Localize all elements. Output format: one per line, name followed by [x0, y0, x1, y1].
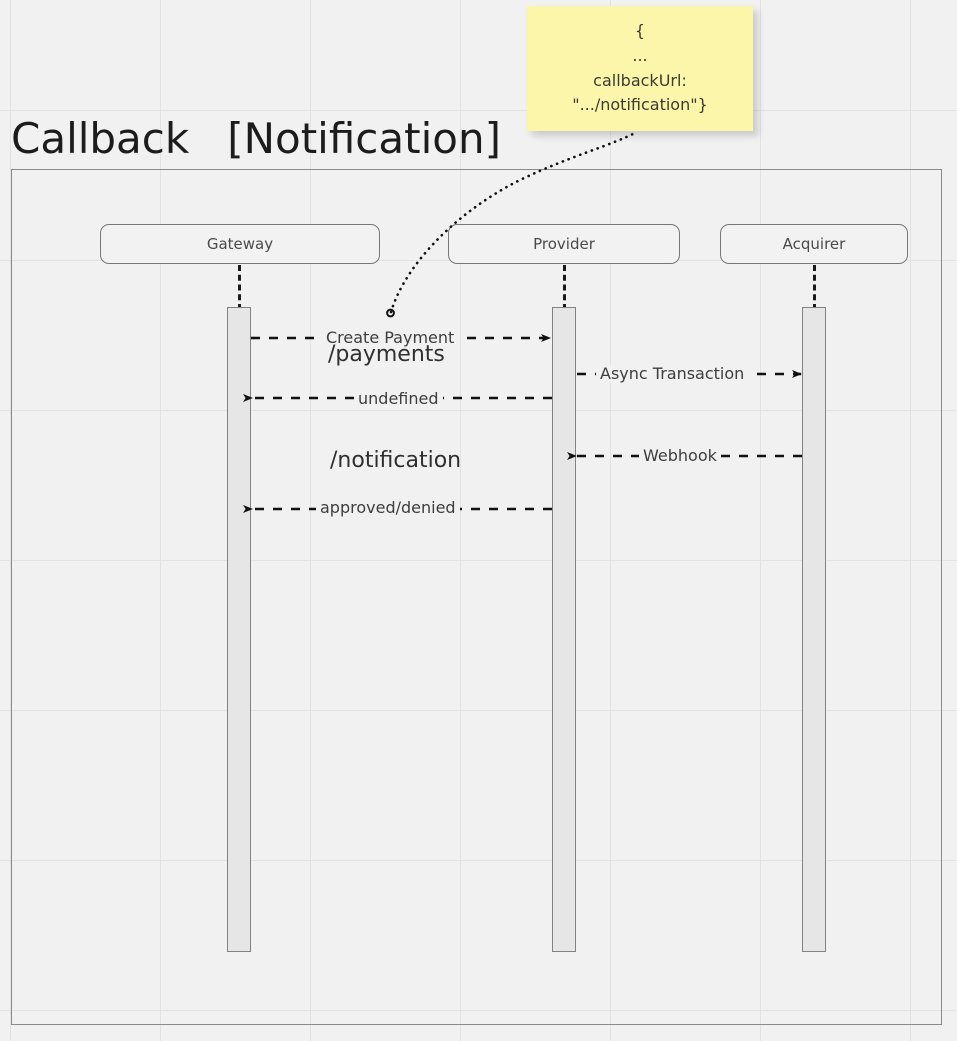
title-tag: [Notification]: [227, 113, 501, 163]
activation-bar-provider[interactable]: [552, 307, 576, 952]
activation-bar-acquirer[interactable]: [802, 307, 826, 952]
participant-acquirer-label: Acquirer: [782, 235, 846, 253]
participant-gateway[interactable]: Gateway: [100, 224, 380, 264]
lifeline-provider: [563, 265, 566, 310]
page-title: Callback [Notification]: [11, 112, 501, 164]
message-label-notification: /notification: [330, 448, 462, 473]
lifeline-acquirer: [813, 265, 816, 310]
participant-acquirer[interactable]: Acquirer: [720, 224, 908, 264]
participant-provider-label: Provider: [533, 235, 595, 253]
title-label: Callback: [11, 113, 190, 163]
note-line-4: ".../notification"}: [572, 95, 708, 115]
participant-provider[interactable]: Provider: [448, 224, 680, 264]
participant-gateway-label: Gateway: [206, 235, 274, 253]
callback-url-note[interactable]: { ... callbackUrl: ".../notification"}: [527, 6, 753, 131]
activation-bar-gateway[interactable]: [227, 307, 251, 952]
message-label-create-payment: Create Payment: [322, 329, 459, 347]
message-label-approved-denied: approved/denied: [316, 499, 460, 517]
message-label-undefined: undefined: [354, 390, 443, 408]
note-line-1: {: [634, 20, 646, 40]
note-line-2: ...: [632, 45, 648, 65]
message-label-async-transaction: Async Transaction: [596, 365, 749, 383]
message-label-payments: /payments: [328, 342, 445, 367]
message-label-webhook: Webhook: [639, 447, 721, 465]
lifeline-gateway: [238, 265, 241, 310]
note-line-3: callbackUrl:: [593, 70, 687, 90]
